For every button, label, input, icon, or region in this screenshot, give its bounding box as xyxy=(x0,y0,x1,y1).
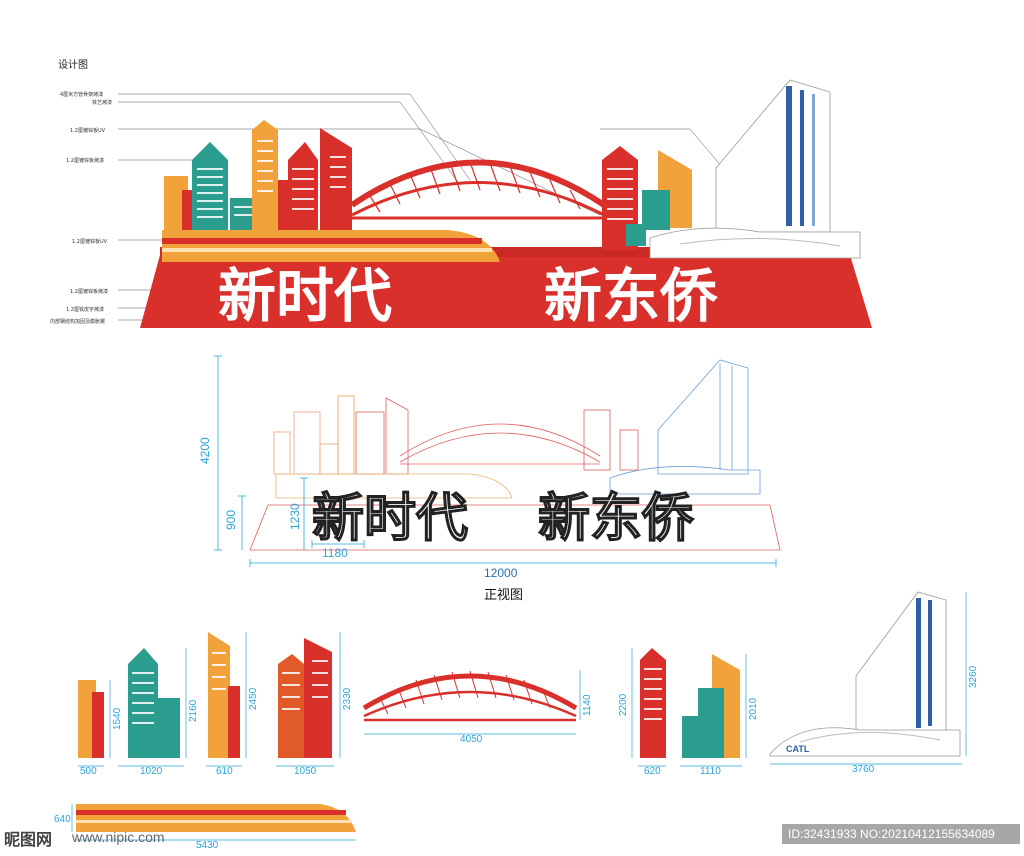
train-design xyxy=(162,230,500,262)
annotation-label: 1.2厘铁皮字烤漆 xyxy=(66,307,104,313)
tower-design xyxy=(649,79,861,259)
part-width: 1110 xyxy=(700,766,721,777)
slogan-left: 新时代 xyxy=(218,262,392,330)
watermark-id: ID:32431933 NO:20210412155634089 xyxy=(788,827,995,841)
annotation-label: 4厘米方管骨架烤漆 xyxy=(60,92,104,98)
dim-height-text: 1230 xyxy=(288,503,302,530)
parts-dimension-lines xyxy=(71,592,967,841)
front-view: 新时代 新东侨 xyxy=(249,359,781,551)
annotation-label: 1.2厘镀锌板烤漆 xyxy=(70,289,108,295)
dim-height-base: 900 xyxy=(224,509,238,530)
part-height: 1540 xyxy=(112,707,123,730)
annotation-label: 铁艺烤漆 xyxy=(92,100,113,106)
annotation-label: 1.2厘镀锌板UV xyxy=(70,128,106,134)
watermark-url: www.nipic.com xyxy=(72,829,165,845)
part-width: 4050 xyxy=(460,734,483,745)
slogan-right: 新东侨 xyxy=(544,262,718,330)
part-height: 2450 xyxy=(248,687,259,710)
watermark-logo: 昵图网 xyxy=(4,832,53,849)
bridge-design xyxy=(350,159,606,220)
part-width: 3760 xyxy=(852,764,875,775)
annotation-label: 1.2厘镀锌板烤漆 xyxy=(66,158,104,164)
dim-char-width: 1180 xyxy=(322,546,348,560)
front-dimension-lines xyxy=(214,355,777,567)
part-width: 610 xyxy=(216,766,233,777)
part-height: 640 xyxy=(54,814,71,825)
catl-label: CATL xyxy=(786,744,810,754)
watermark-id-band xyxy=(782,824,1020,844)
part-width: 1020 xyxy=(140,766,163,777)
part-width: 1050 xyxy=(294,766,317,777)
design-view: 新时代 新东侨 xyxy=(118,79,872,330)
part-width: 620 xyxy=(644,766,661,777)
part-height: 2010 xyxy=(748,697,759,720)
front-slogan-left: 新时代 xyxy=(312,489,468,549)
design-title: 设计图 xyxy=(58,60,88,71)
part-height: 2160 xyxy=(188,699,199,722)
part-width: 5430 xyxy=(196,840,219,851)
front-view-title: 正视图 xyxy=(484,588,524,603)
part-height: 1140 xyxy=(582,694,593,716)
part-height: 2330 xyxy=(342,687,353,710)
annotation-label: 内部钢结构加固及膨胀螺 xyxy=(50,319,106,325)
base-platform xyxy=(140,255,872,328)
component-parts: CATL xyxy=(76,591,961,832)
part-width: 500 xyxy=(80,766,97,777)
part-height: 2200 xyxy=(618,693,629,716)
part-height: 3260 xyxy=(968,665,979,688)
dim-total-width: 12000 xyxy=(484,566,518,580)
dim-height-total: 4200 xyxy=(198,437,212,464)
annotation-label: 1.2厘镀锌板UV xyxy=(72,239,108,245)
front-slogan-right: 新东侨 xyxy=(538,489,694,549)
